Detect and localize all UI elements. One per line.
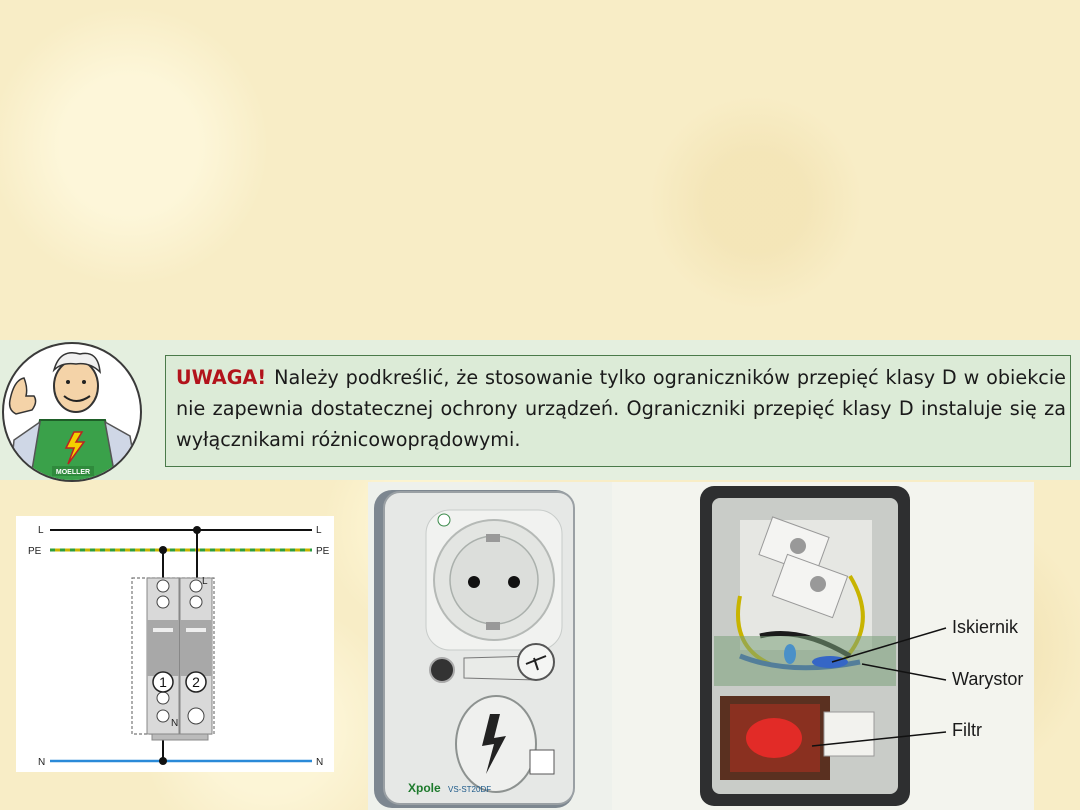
- module-2-label: 2: [192, 674, 200, 690]
- label-n-left: N: [38, 757, 45, 768]
- wiring-diagram-panel: L L PE PE N N L N 1 2: [16, 516, 334, 772]
- electrician-mascot: MOELLER: [2, 342, 142, 482]
- wiring-diagram: L L PE PE N N L N 1 2: [28, 525, 330, 768]
- label-pe-left: PE: [28, 546, 42, 557]
- terminal-l-label: L: [202, 576, 208, 587]
- surge-protector-internal-photo: [700, 486, 910, 806]
- note-body: Należy podkreślić, że stosowanie tylko o…: [176, 366, 1066, 451]
- warning-label: UWAGA!: [176, 366, 267, 389]
- socket-brand: Xpole: [408, 781, 441, 795]
- socket-model: VS-ST20DF: [448, 785, 491, 794]
- note-text: UWAGA!Należy podkreślić, że stosowanie t…: [176, 362, 1066, 455]
- note-box: [165, 355, 1071, 467]
- callout-iskiernik: Iskiernik: [952, 617, 1019, 637]
- module-1-label: 1: [159, 674, 167, 690]
- apron-logo: MOELLER: [56, 469, 90, 476]
- callout-filtr: Filtr: [952, 720, 982, 740]
- label-l-left: L: [38, 525, 44, 536]
- label-n-right: N: [316, 757, 323, 768]
- terminal-n-label: N: [171, 718, 178, 729]
- callout-warystor: Warystor: [952, 669, 1024, 689]
- label-pe-right: PE: [316, 546, 330, 557]
- label-l-right: L: [316, 525, 322, 536]
- surge-protector-socket-photo: Xpole VS-ST20DF: [368, 482, 612, 810]
